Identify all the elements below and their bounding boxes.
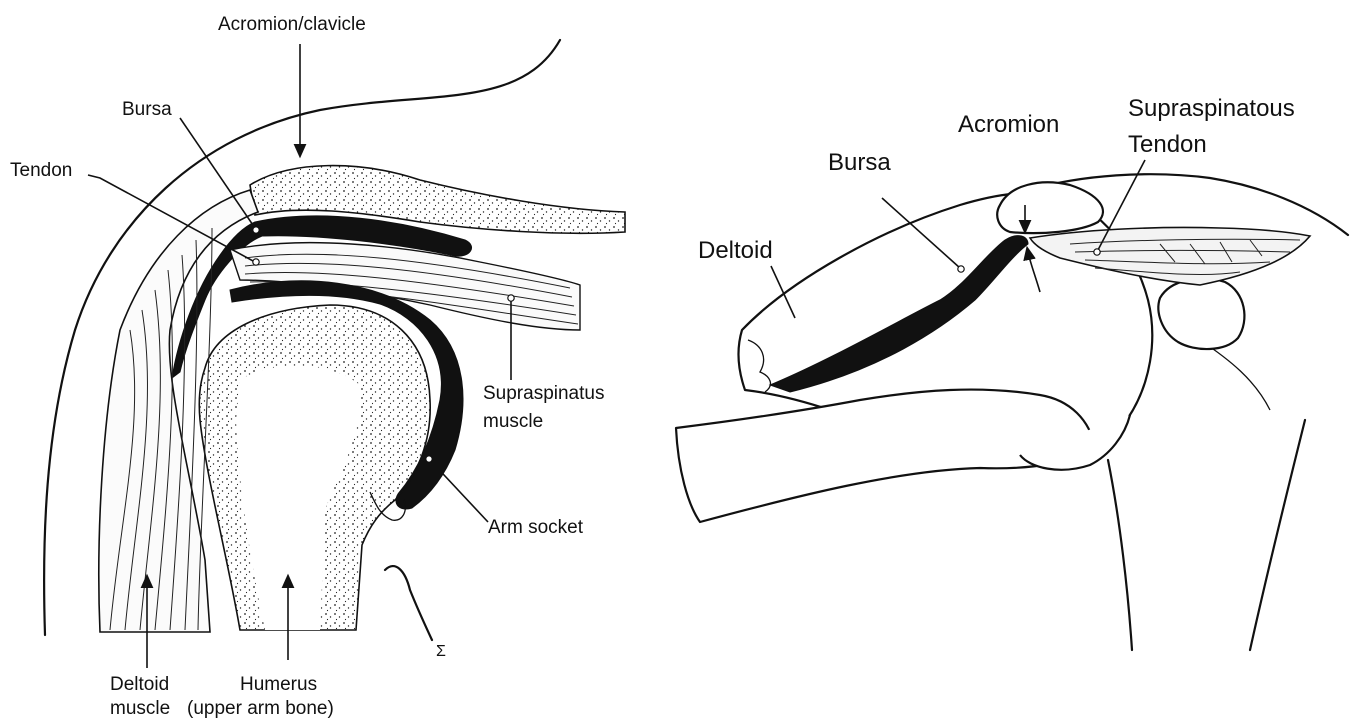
rib-line [1200, 340, 1270, 410]
left-shoulder-drawing: Acromion/clavicle Bursa Tendon Supraspin… [10, 14, 625, 719]
label-supraspinatus-line2: muscle [483, 411, 543, 432]
label-supraspinatus-line1: Supraspinatus [483, 383, 604, 404]
coracoid-process [1158, 279, 1244, 350]
label-acromion: Acromion [958, 111, 1059, 138]
acromion-bone [997, 182, 1103, 233]
label-bursa-left: Bursa [122, 99, 172, 120]
label-humerus-line1: Humerus [240, 674, 317, 695]
label-supraspinatous-line2: Tendon [1128, 131, 1207, 158]
leader-arm-socket [430, 460, 488, 522]
label-arm-socket: Arm socket [488, 517, 584, 538]
label-humerus-line2: (upper arm bone) [187, 698, 334, 719]
scapula-medial-border [1250, 420, 1305, 650]
artist-mark: Σ [436, 643, 446, 660]
label-tendon-left: Tendon [10, 160, 72, 181]
label-bursa-right: Bursa [828, 149, 891, 176]
label-acromion-clavicle: Acromion/clavicle [218, 14, 366, 35]
right-shoulder-drawing: Acromion Supraspinatous Tendon Bursa Del… [676, 95, 1348, 650]
label-deltoid-right: Deltoid [698, 237, 773, 264]
label-deltoid-line1: Deltoid [110, 674, 169, 695]
label-supraspinatous-line1: Supraspinatous [1128, 95, 1295, 122]
scapula-outline [385, 566, 432, 640]
scapula-lateral-border [1108, 460, 1132, 650]
label-deltoid-line2: muscle [110, 698, 170, 719]
